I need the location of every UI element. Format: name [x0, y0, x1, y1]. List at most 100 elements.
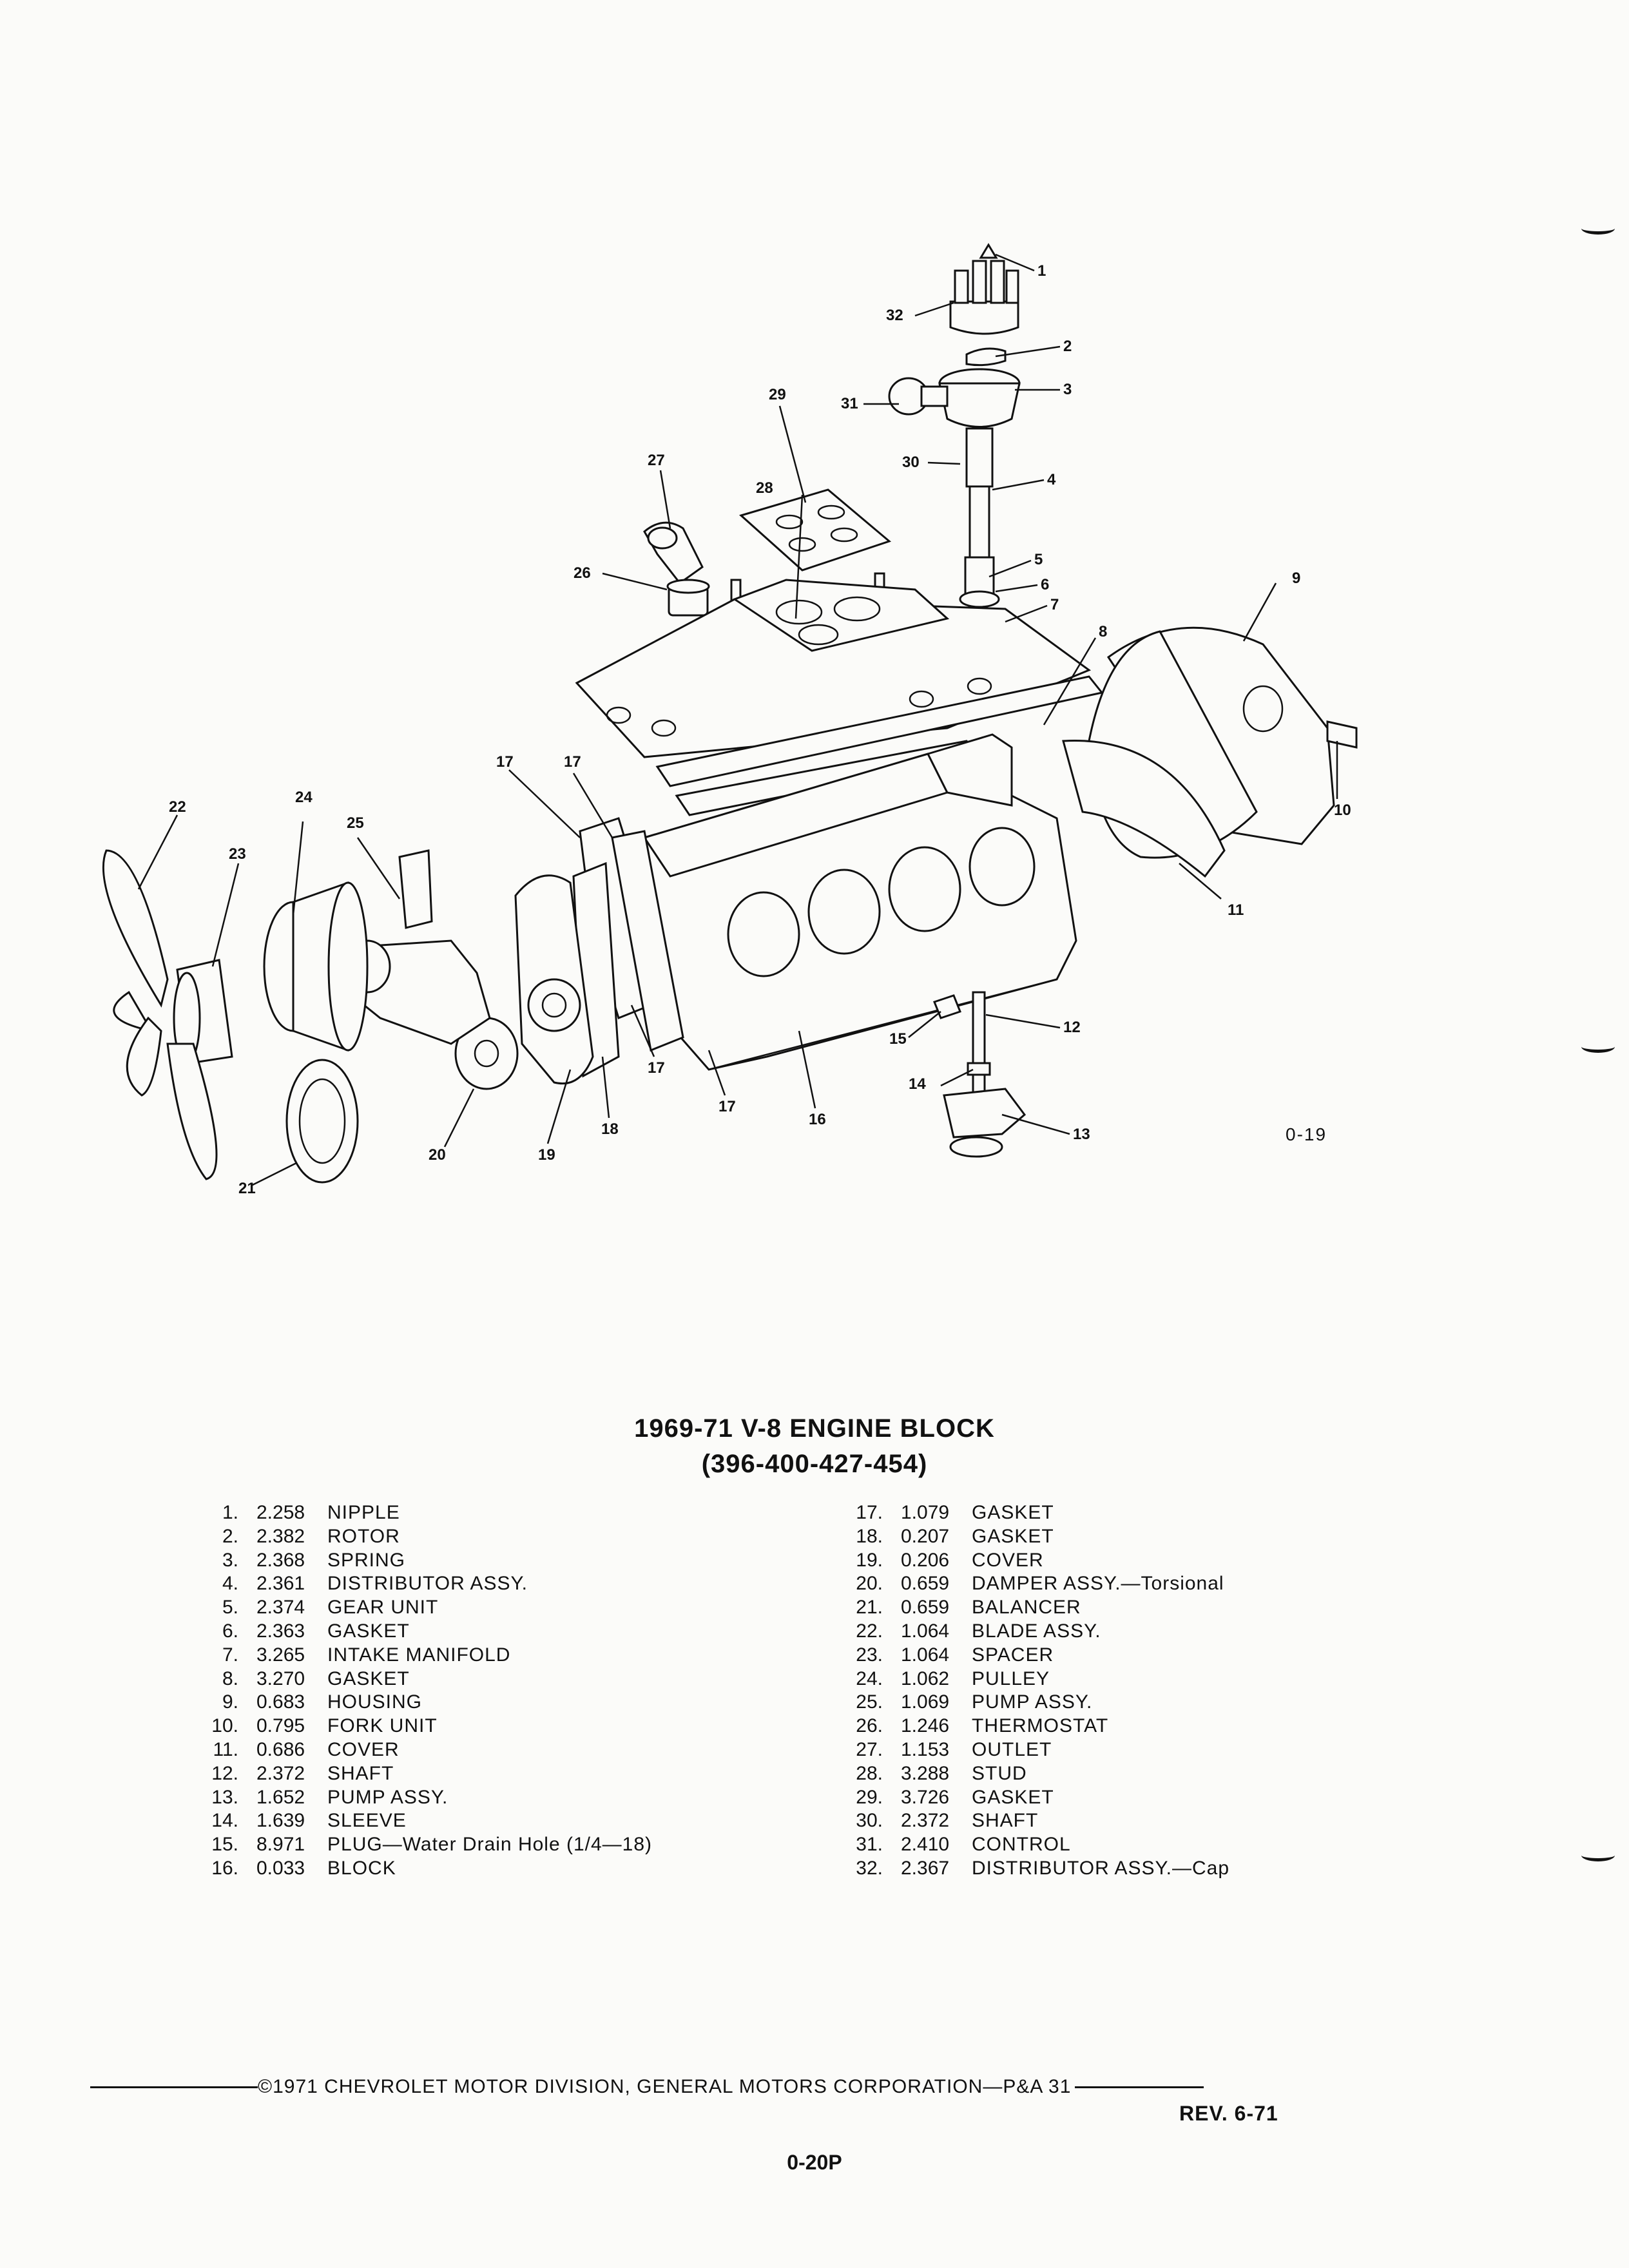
part-number: 2.	[222, 1525, 238, 1547]
part-name: ROTOR	[327, 1525, 400, 1547]
svg-text:17: 17	[648, 1059, 665, 1077]
part-number: 32.	[856, 1857, 883, 1879]
part-name: GASKET	[972, 1502, 1054, 1523]
page-subtitle: (396-400-427-454)	[701, 1450, 928, 1478]
svg-text:1: 1	[1037, 262, 1046, 280]
part-number: 18.	[856, 1525, 883, 1547]
part-code: 2.367	[901, 1857, 950, 1879]
part-code: 1.639	[256, 1810, 305, 1832]
part-row: 8. 3.270 GASKET	[180, 1667, 652, 1691]
svg-text:8: 8	[1099, 623, 1107, 640]
part-code: 3.265	[256, 1644, 305, 1666]
distributor-assembly	[938, 368, 1021, 608]
part-number: 25.	[856, 1691, 883, 1713]
distributor-cap	[949, 243, 1019, 335]
part-code: 2.361	[256, 1573, 305, 1595]
copyright-footer: ©1971 CHEVROLET MOTOR DIVISION, GENERAL …	[90, 2076, 1340, 2098]
part-number: 30.	[856, 1810, 883, 1832]
part-row: 12. 2.372 SHAFT	[180, 1762, 652, 1786]
svg-text:6: 6	[1041, 576, 1049, 593]
svg-text:2: 2	[1063, 338, 1072, 355]
part-name: OUTLET	[972, 1738, 1052, 1760]
part-name: STUD	[972, 1762, 1027, 1784]
part-name: PUMP ASSY.	[972, 1691, 1093, 1713]
footer-rule-right	[1075, 2086, 1204, 2088]
page-title: 1969-71 V-8 ENGINE BLOCK	[634, 1414, 995, 1443]
part-number: 17.	[856, 1502, 883, 1523]
part-name: CONTROL	[972, 1834, 1071, 1856]
part-number: 12.	[211, 1762, 238, 1784]
part-code: 1.652	[256, 1786, 305, 1808]
svg-text:14: 14	[909, 1075, 926, 1093]
svg-text:12: 12	[1063, 1019, 1081, 1036]
vacuum-control	[888, 377, 949, 416]
oil-pump-shaft	[972, 991, 986, 1100]
svg-text:21: 21	[238, 1180, 256, 1197]
part-name: SPACER	[972, 1644, 1054, 1666]
part-number: 20.	[856, 1573, 883, 1595]
part-code: 2.372	[901, 1810, 950, 1832]
part-name: BLADE ASSY.	[972, 1620, 1101, 1642]
part-name: PULLEY	[972, 1667, 1050, 1689]
part-name: INTAKE MANIFOLD	[327, 1644, 511, 1666]
part-number: 4.	[222, 1573, 238, 1595]
part-code: 2.410	[901, 1834, 950, 1856]
part-row: 2. 2.382 ROTOR	[180, 1525, 652, 1549]
part-number: 5.	[222, 1597, 238, 1619]
page-number: 0-20P	[787, 2151, 842, 2174]
part-name: SLEEVE	[327, 1810, 407, 1832]
part-number: 16.	[211, 1857, 238, 1879]
svg-text:17: 17	[496, 753, 514, 771]
part-code: 2.372	[256, 1762, 305, 1784]
svg-text:11: 11	[1228, 901, 1244, 919]
part-number: 3.	[222, 1549, 238, 1571]
part-name: SHAFT	[327, 1762, 394, 1784]
part-number: 11.	[213, 1738, 238, 1760]
flywheel-cover	[1062, 739, 1226, 878]
balancer	[285, 1059, 359, 1184]
part-code: 2.382	[256, 1525, 305, 1547]
thermostat	[666, 579, 710, 617]
part-name: PUMP ASSY.	[327, 1786, 448, 1808]
part-row: 31. 2.410 CONTROL	[825, 1833, 1229, 1857]
part-number: 19.	[856, 1549, 883, 1571]
svg-text:28: 28	[756, 479, 773, 497]
engine-block	[642, 733, 1077, 1071]
part-number: 29.	[856, 1786, 883, 1808]
part-number: 13.	[211, 1786, 238, 1808]
part-number: 24.	[856, 1667, 883, 1689]
callouts: 1 2 3 4 5 6 7 8 9 10 11 12 13 14 15 16 1…	[169, 262, 1351, 1197]
part-code: 2.368	[256, 1549, 305, 1571]
part-number: 8.	[222, 1667, 238, 1689]
part-name: DISTRIBUTOR ASSY.—Cap	[972, 1857, 1230, 1879]
part-code: 3.270	[256, 1667, 305, 1689]
part-code: 0.686	[256, 1738, 305, 1760]
sleeve	[967, 1062, 991, 1076]
rotor	[965, 347, 1007, 367]
part-name: THERMOSTAT	[972, 1715, 1109, 1737]
svg-text:18: 18	[601, 1120, 619, 1138]
engine-exploded-diagram: 1 2 3 4 5 6 7 8 9 10 11 12 13 14 15 16 1…	[102, 243, 1358, 1197]
part-number: 31.	[856, 1834, 883, 1856]
front-gasket-2	[611, 830, 684, 1052]
part-name: COVER	[327, 1738, 400, 1760]
fork-unit	[1326, 720, 1358, 749]
part-number: 9.	[222, 1691, 238, 1713]
part-name: GASKET	[327, 1667, 410, 1689]
figure-id: 0-19	[1286, 1124, 1327, 1144]
svg-text:10: 10	[1334, 802, 1351, 819]
part-row: 11. 0.686 COVER	[180, 1738, 652, 1762]
leader-lines	[137, 253, 1338, 1187]
part-code: 0.033	[256, 1857, 305, 1879]
